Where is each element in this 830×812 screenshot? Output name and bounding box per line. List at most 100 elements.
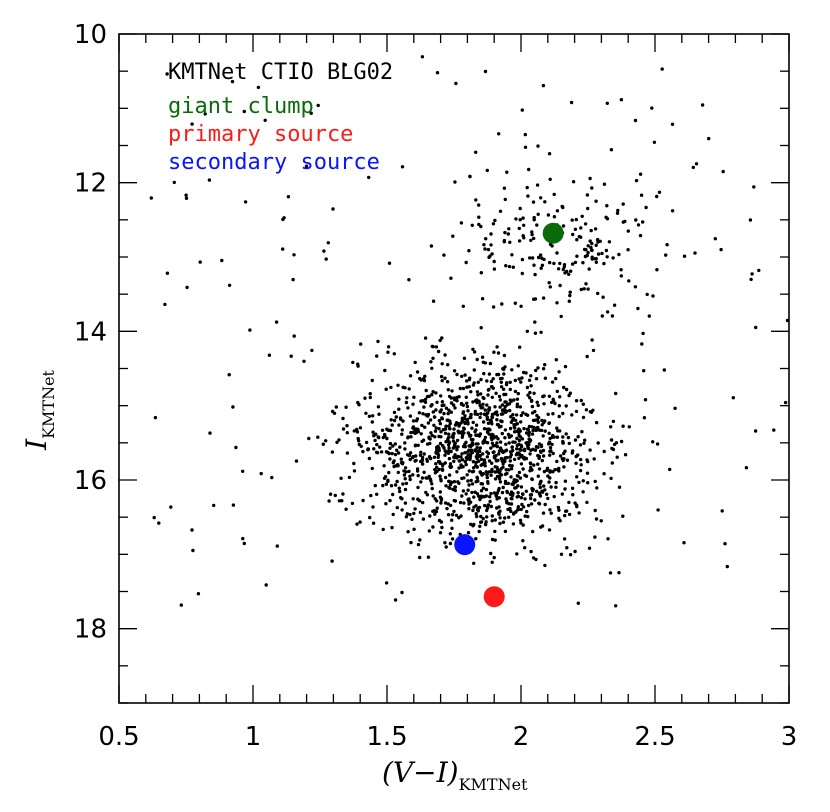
star-point xyxy=(464,462,468,467)
star-point xyxy=(483,435,488,440)
star-point xyxy=(523,546,527,550)
star-point xyxy=(292,253,296,257)
star-point xyxy=(562,385,566,390)
star-point xyxy=(515,479,519,483)
star-point xyxy=(638,233,643,238)
star-point xyxy=(403,487,408,492)
star-point xyxy=(408,414,413,418)
star-point xyxy=(610,314,615,318)
star-point xyxy=(483,69,488,74)
star-point xyxy=(153,415,158,420)
star-point xyxy=(470,426,474,430)
star-point xyxy=(508,398,512,402)
star-point xyxy=(509,502,514,506)
star-point xyxy=(302,61,307,66)
star-point xyxy=(534,557,538,562)
star-point xyxy=(220,258,224,263)
star-point xyxy=(522,223,526,227)
star-point xyxy=(475,475,479,479)
star-point xyxy=(557,508,561,512)
star-point xyxy=(448,532,452,536)
star-point xyxy=(479,377,483,382)
star-point xyxy=(179,603,183,607)
star-point xyxy=(366,448,370,452)
star-point xyxy=(408,474,412,478)
star-point xyxy=(431,299,436,303)
star-point xyxy=(508,240,512,244)
star-point xyxy=(479,514,483,519)
star-point xyxy=(422,405,426,409)
star-point xyxy=(416,485,420,490)
star-point xyxy=(589,228,593,233)
star-point xyxy=(443,453,447,457)
star-point xyxy=(575,238,579,242)
star-point xyxy=(589,245,593,250)
star-point xyxy=(498,446,503,450)
star-point xyxy=(447,432,451,436)
star-point xyxy=(486,503,491,507)
star-point xyxy=(551,433,555,438)
star-point xyxy=(520,271,524,276)
star-point xyxy=(371,414,375,418)
star-point xyxy=(487,408,491,412)
star-point xyxy=(476,509,480,513)
star-point xyxy=(547,480,551,484)
star-point xyxy=(485,441,490,445)
star-point xyxy=(469,433,473,438)
star-point xyxy=(581,402,585,406)
star-point xyxy=(617,252,621,257)
star-point xyxy=(474,442,478,446)
star-point xyxy=(634,178,639,183)
star-point xyxy=(540,418,544,423)
star-point xyxy=(479,392,483,396)
star-point xyxy=(227,373,231,377)
star-point xyxy=(403,477,407,481)
star-point xyxy=(478,454,482,458)
star-point xyxy=(527,167,531,172)
star-point xyxy=(537,502,542,506)
star-point xyxy=(495,418,499,422)
star-point xyxy=(413,507,417,511)
star-point xyxy=(545,466,550,470)
star-point xyxy=(605,204,609,208)
star-point xyxy=(543,502,547,507)
star-point xyxy=(510,368,514,372)
star-point xyxy=(443,501,448,505)
star-point xyxy=(471,383,476,387)
star-point xyxy=(440,525,444,530)
star-point xyxy=(535,489,539,493)
star-point xyxy=(486,451,491,456)
star-point xyxy=(581,479,585,483)
star-point xyxy=(641,220,645,224)
star-point xyxy=(431,509,435,513)
star-point xyxy=(586,481,590,485)
star-point xyxy=(504,468,508,472)
star-point xyxy=(461,386,466,391)
star-point xyxy=(394,464,398,468)
star-point xyxy=(528,390,532,395)
star-point xyxy=(400,165,405,169)
star-point xyxy=(500,490,505,495)
star-point xyxy=(395,479,399,484)
star-point xyxy=(334,405,338,409)
star-point xyxy=(337,499,342,503)
star-point xyxy=(518,218,522,222)
star-point xyxy=(493,443,497,448)
star-point xyxy=(474,433,478,437)
star-point xyxy=(471,466,476,470)
star-point xyxy=(419,399,423,403)
star-point xyxy=(485,515,489,519)
star-point xyxy=(372,434,376,438)
star-point xyxy=(590,248,594,252)
star-point xyxy=(567,512,572,517)
star-point xyxy=(419,432,423,436)
star-point xyxy=(391,512,395,517)
star-point xyxy=(403,466,408,470)
star-point xyxy=(408,457,412,462)
star-point xyxy=(554,358,558,362)
star-point xyxy=(292,334,296,338)
star-point xyxy=(408,512,412,517)
star-point xyxy=(656,508,660,512)
star-point xyxy=(371,505,375,509)
star-point xyxy=(496,437,500,441)
